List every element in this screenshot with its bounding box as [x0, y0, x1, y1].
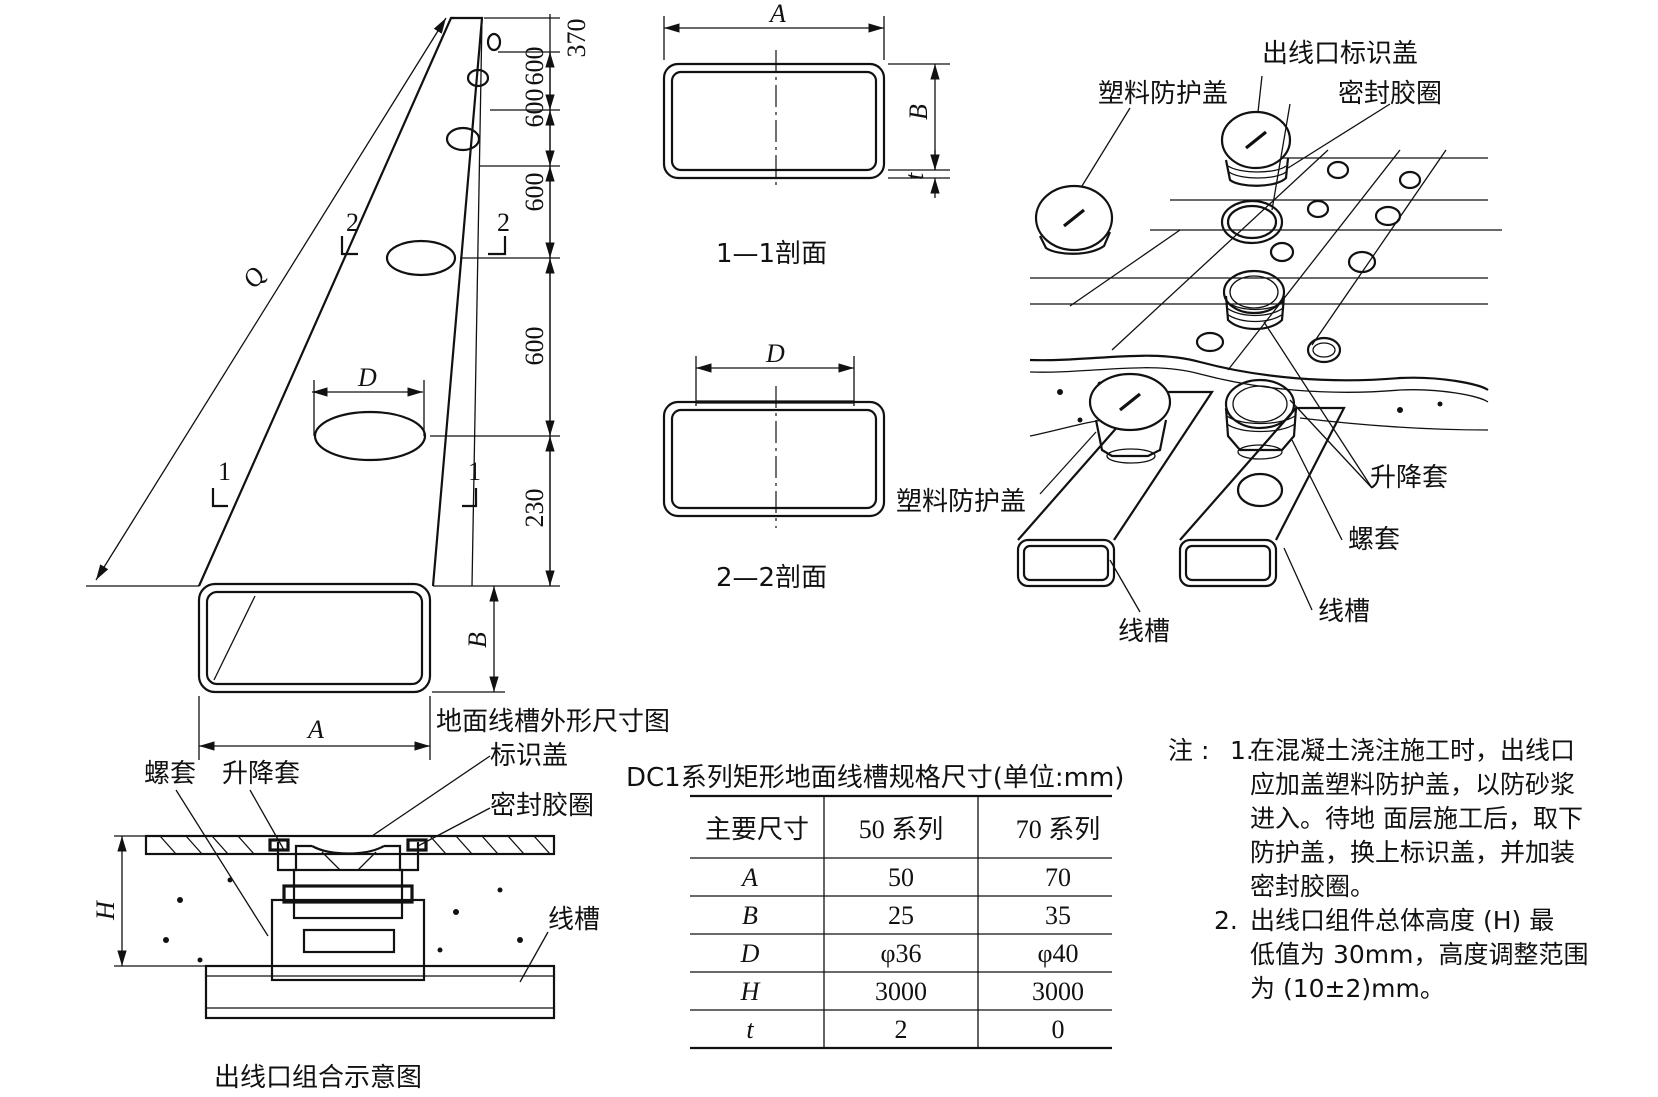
note-1-line: 密封胶圈。	[1250, 872, 1376, 901]
note-2-line: 为 (10±2)mm。	[1250, 974, 1445, 1003]
td-a-50: 50	[888, 863, 914, 892]
note-1-num: 1.	[1230, 736, 1254, 765]
combo-label-seal-ring: 密封胶圈	[490, 791, 594, 821]
label-screw-sleeve: 螺套	[1348, 525, 1400, 555]
td-h-label: H	[740, 977, 761, 1006]
section-11-drawing	[662, 16, 950, 198]
spec-table-cells: 主要尺寸 50 系列 70 系列 A 50 70 B 25 35 D φ36 φ…	[705, 815, 1100, 1044]
dim-q-label: Q	[236, 262, 271, 293]
combo-label-trough: 线槽	[548, 905, 600, 935]
note-2: 2. 出线口组件总体高度 (H) 最 低值为 30mm，高度调整范围 为 (10…	[1168, 904, 1608, 1006]
td-t-50: 2	[895, 1015, 908, 1044]
td-h-50: 3000	[875, 977, 927, 1006]
groove-title: 地面线槽外形尺寸图	[436, 707, 670, 737]
td-a-label: A	[740, 863, 758, 892]
note-1-line: 在混凝土浇注施工时，出线口	[1250, 736, 1576, 765]
td-b-label: B	[742, 901, 758, 930]
sec11-b: B	[904, 104, 933, 120]
exploded-parts	[1034, 110, 1292, 331]
floor-outlets	[1195, 160, 1422, 364]
combo-label-id-cover: 标识盖	[490, 741, 568, 771]
label-seal-ring: 密封胶圈	[1338, 79, 1442, 109]
dim-a-end: A	[198, 696, 431, 760]
td-d-label: D	[740, 939, 760, 968]
label-plastic-cover-mid: 塑料防护盖	[896, 487, 1026, 517]
note-2-line: 低值为 30mm，高度调整范围	[1250, 940, 1589, 969]
assembly-leaders	[1039, 75, 1391, 613]
dim-600-b: 600	[520, 89, 549, 128]
dim-a-end-label: A	[306, 715, 324, 744]
note-2-text: 出线口组件总体高度 (H) 最 低值为 30mm，高度调整范围 为 (10±2)…	[1250, 904, 1588, 1006]
dim-600-c: 600	[520, 173, 549, 212]
td-d-70: φ40	[1037, 939, 1078, 968]
th-70-series: 70 系列	[1016, 815, 1101, 844]
dim-600-a: 600	[520, 47, 549, 86]
dim-600-d: 600	[520, 327, 549, 366]
combo-label-lift-sleeve: 升降套	[222, 759, 300, 789]
td-t-70: 0	[1052, 1015, 1065, 1044]
sec11-a: A	[768, 0, 786, 28]
td-b-70: 35	[1045, 901, 1071, 930]
combo-h-label: H	[91, 900, 120, 921]
sec2-left: 2	[346, 208, 359, 237]
combo-title: 出线口组合示意图	[214, 1063, 422, 1093]
combo-labels: 螺套 升降套 标识盖 密封胶圈 线槽	[144, 741, 600, 935]
label-lift-sleeve: 升降套	[1370, 463, 1448, 493]
dim-370: 370	[562, 19, 591, 58]
spec-table-title: DC1系列矩形地面线槽规格尺寸(单位:mm)	[626, 763, 1124, 793]
dim-segments: 370 600 600 600 600 230	[430, 14, 591, 587]
sec2-right: 2	[497, 208, 510, 237]
combo-leaders	[175, 755, 549, 983]
dim-b-end-label: B	[463, 632, 492, 648]
note-1-line: 进入。待地 面层施工后，取下	[1250, 804, 1583, 833]
dim-b-end: B	[432, 586, 505, 693]
sec11-t: t	[900, 172, 929, 180]
section-22-drawing	[662, 356, 886, 528]
spec-table-grid	[690, 794, 1112, 1050]
note-1-line: 应加盖塑料防护盖，以防砂浆	[1250, 770, 1576, 799]
dim-d-hole-label: D	[357, 363, 377, 392]
label-trough-left: 线槽	[1118, 617, 1170, 647]
section-22-title: 2—2剖面	[716, 563, 827, 593]
notes-prefix: 注 :	[1168, 736, 1210, 765]
sec22-d: D	[765, 339, 785, 368]
note-1-text: 在混凝土浇注施工时，出线口 应加盖塑料防护盖，以防砂浆 进入。待地 面层施工后，…	[1250, 734, 1583, 904]
td-t-label: t	[746, 1015, 754, 1044]
note-2-line: 出线口组件总体高度 (H) 最	[1250, 906, 1555, 935]
combo-label-screw-sleeve: 螺套	[144, 759, 196, 789]
th-main-dim: 主要尺寸	[705, 815, 809, 845]
label-trough-right: 线槽	[1318, 597, 1370, 627]
notes-block: 注 : 1. 在混凝土浇注施工时，出线口 应加盖塑料防护盖，以防砂浆 进入。待地…	[1168, 734, 1608, 1006]
dim-230: 230	[520, 489, 549, 528]
note-2-num: 2.	[1214, 906, 1238, 935]
groove-outline-drawing	[197, 16, 507, 694]
sec1-left: 1	[218, 457, 231, 486]
note-1-line: 防护盖，换上标识盖，并加装	[1250, 838, 1576, 867]
label-plastic-cover-top: 塑料防护盖	[1098, 79, 1228, 109]
label-outlet-cover: 出线口标识盖	[1262, 39, 1418, 69]
dim-q: Q	[86, 17, 447, 587]
dim-d-hole: D	[312, 363, 425, 436]
combo-dim-h: H	[91, 835, 206, 967]
th-50-series: 50 系列	[859, 815, 944, 844]
section-11-title: 1—1剖面	[716, 239, 827, 269]
sec1-right: 1	[468, 457, 481, 486]
combo-drawing	[144, 834, 556, 1020]
td-d-50: φ36	[880, 939, 921, 968]
td-a-70: 70	[1045, 863, 1071, 892]
td-h-70: 3000	[1032, 977, 1084, 1006]
td-b-50: 25	[888, 901, 914, 930]
note-1: 注 : 1. 在混凝土浇注施工时，出线口 应加盖塑料防护盖，以防砂浆 进入。待地…	[1168, 734, 1608, 904]
assembly-labels: 出线口标识盖 塑料防护盖 密封胶圈 塑料防护盖 升降套 螺套 线槽 线槽	[896, 39, 1448, 647]
